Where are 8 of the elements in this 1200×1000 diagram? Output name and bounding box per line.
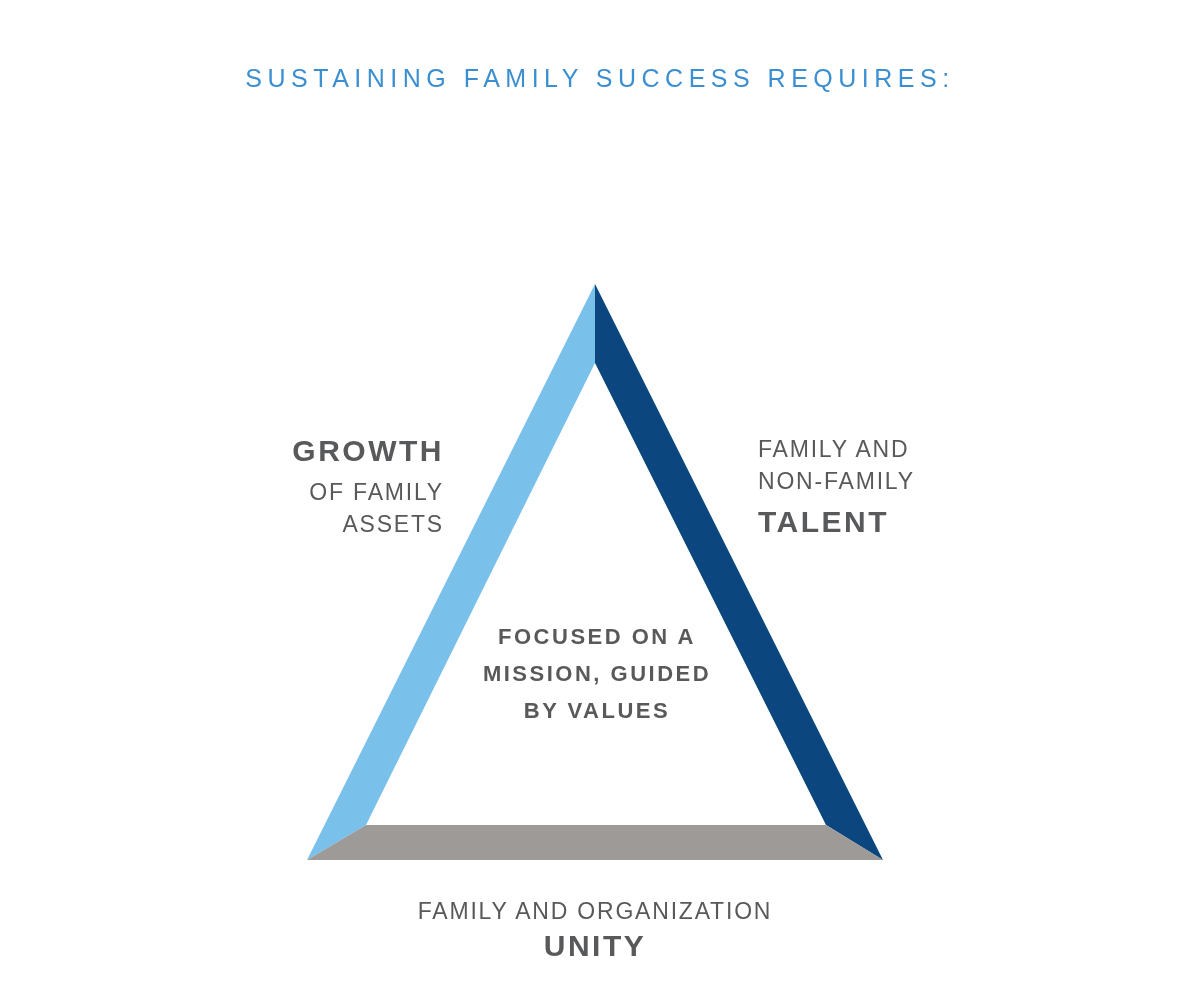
side-heading: TALENT: [758, 504, 891, 540]
title: SUSTAINING FAMILY SUCCESS REQUIRES:: [244, 63, 956, 94]
side-caption: OF FAMILY ASSETS: [308, 478, 444, 539]
side-caption: FAMILY AND NON-FAMILY: [758, 435, 916, 496]
center-text: FOCUSED ON A MISSION, GUIDED BY VALUES: [481, 623, 713, 725]
side-caption: FAMILY AND ORGANIZATION: [416, 897, 774, 926]
side-heading: UNITY: [542, 928, 648, 964]
side-heading: GROWTH: [291, 433, 444, 469]
